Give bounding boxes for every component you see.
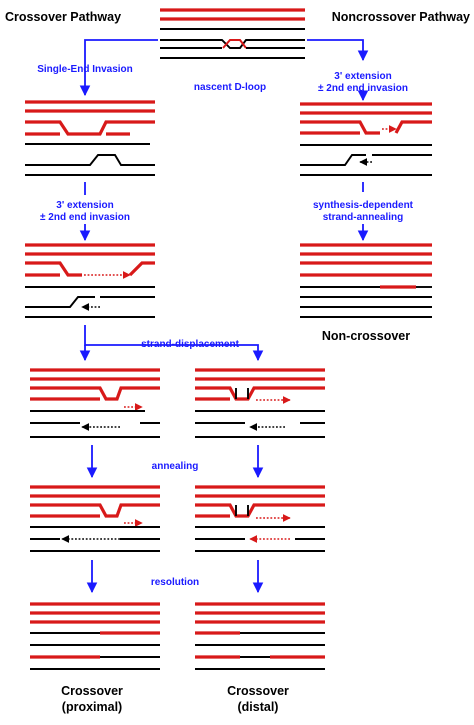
flow-strand-displacement: [84, 325, 264, 362]
right-strand-displacement-stage: [195, 368, 325, 438]
left-extension-line2: ± 2nd end invasion: [40, 212, 130, 223]
crossover-stage-extension: [25, 243, 155, 318]
right-extension-line2: ± 2nd end invasion: [318, 83, 408, 94]
crossover-distal-label-line1: Crossover: [227, 684, 289, 698]
left-annealing-stage: [30, 485, 160, 552]
crossover-proximal-label-line2: (proximal): [62, 700, 122, 714]
noncrossover-result-label: Non-crossover: [322, 329, 410, 343]
flow-arrow-to-crossover: [79, 39, 158, 97]
right-annealing-stage: [195, 485, 325, 552]
nascent-dloop-stage: [160, 8, 305, 59]
crossover-proximal-product: [30, 602, 160, 670]
strand-displacement-label: strand-displacement: [141, 339, 239, 350]
right-extension-line1: 3' extension: [334, 71, 391, 82]
noncrossover-stage-extension: [300, 102, 432, 176]
annealing-label: annealing: [152, 461, 199, 472]
crossover-distal-product: [195, 602, 325, 670]
sdsa-line1: synthesis-dependent: [313, 200, 414, 211]
noncrossover-product: [300, 243, 432, 318]
single-end-invasion-label: Single-End Invasion: [37, 64, 133, 75]
crossover-pathway-title: Crossover Pathway: [5, 10, 121, 24]
left-extension-line1: 3' extension: [56, 200, 113, 211]
noncrossover-pathway-title: Noncrossover Pathway: [332, 10, 470, 24]
crossover-proximal-label-line1: Crossover: [61, 684, 123, 698]
flow-arrow-to-noncrossover: [307, 39, 369, 62]
nascent-dloop-label: nascent D-loop: [194, 82, 266, 93]
resolution-label: resolution: [151, 577, 199, 588]
crossover-distal-label-line2: (distal): [238, 700, 279, 714]
left-strand-displacement-stage: [30, 368, 160, 438]
crossover-stage-invasion: [25, 100, 155, 176]
sdsa-line2: strand-annealing: [323, 212, 404, 223]
